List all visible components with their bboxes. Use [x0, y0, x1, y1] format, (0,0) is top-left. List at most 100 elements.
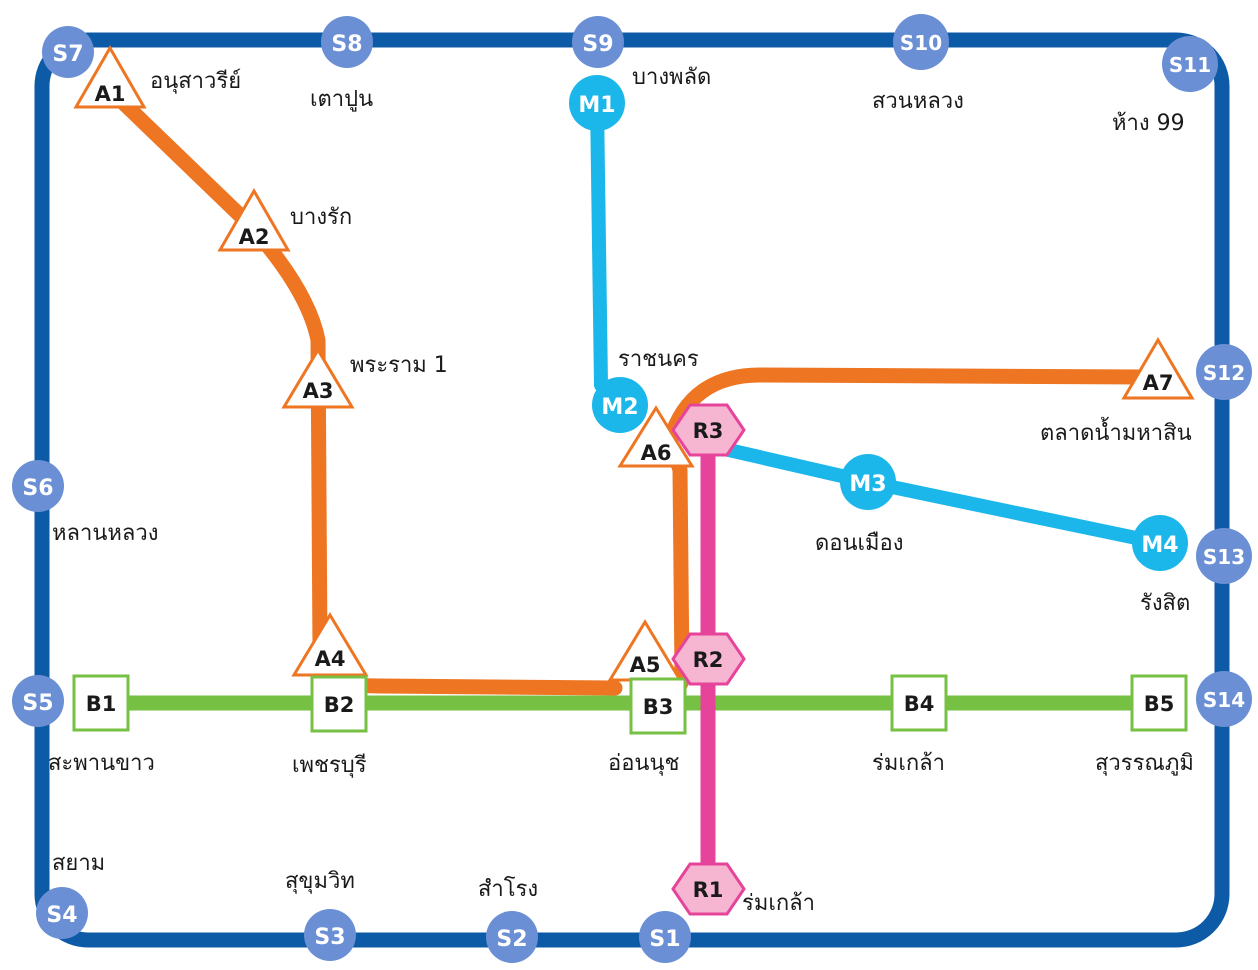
r-station-r3[interactable]: R3	[671, 403, 746, 457]
station-code: B2	[324, 693, 355, 717]
ring-station-s2[interactable]: S2 สำโรง	[478, 876, 538, 963]
b-station-b5[interactable]: B5 สุวรรณภูมิ	[1095, 674, 1194, 776]
station-code: M4	[1141, 533, 1178, 558]
ring-station-s11[interactable]: S11 ห้าง 99	[1112, 36, 1218, 136]
station-name: สะพานขาว	[48, 751, 155, 776]
station-name: บางพลัด	[632, 65, 711, 90]
station-name: สวนหลวง	[872, 89, 964, 114]
square-station-icon	[310, 675, 368, 733]
m-station-m2[interactable]: M2 ราชนคร	[592, 347, 699, 433]
hexagon-station-icon	[671, 403, 746, 457]
b-station-b1[interactable]: B1 สะพานขาว	[48, 674, 155, 776]
station-code: A1	[95, 82, 126, 106]
m-station-m4[interactable]: M4 รังสิต	[1132, 515, 1190, 616]
station-name: ร่มเกล้า	[872, 751, 945, 776]
ring-station-s14[interactable]: S14	[1196, 671, 1252, 727]
circle-station-icon	[592, 377, 648, 433]
station-code: S2	[496, 927, 527, 952]
ring-station-s3[interactable]: S3 สุขุมวิท	[285, 869, 356, 961]
station-code: S11	[1169, 53, 1211, 77]
station-name: ร่มเกล้า	[742, 891, 815, 916]
m-station-m3[interactable]: M3 ดอนเมือง	[815, 454, 904, 556]
b-station-b4[interactable]: B4 ร่มเกล้า	[872, 674, 948, 776]
ring-station-s5[interactable]: S5	[12, 675, 64, 727]
station-code: R3	[693, 419, 724, 443]
station-name: สยาม	[52, 851, 105, 876]
ring-station-s8[interactable]: S8 เตาปูน	[310, 16, 373, 112]
square-station-icon	[1130, 674, 1188, 732]
station-code: M3	[849, 472, 886, 497]
a-station-a6[interactable]: A6	[617, 405, 695, 468]
station-name: เตาปูน	[310, 87, 373, 112]
station-code: R2	[693, 648, 724, 672]
station-code: S13	[1203, 545, 1245, 569]
station-name: อ่อนนุช	[608, 751, 679, 776]
hexagon-station-icon	[671, 632, 746, 686]
station-code: S1	[649, 927, 680, 952]
station-code: A7	[1143, 371, 1174, 395]
ring-station-s6[interactable]: S6 หลานหลวง	[12, 460, 158, 546]
circle-station-icon	[639, 911, 691, 963]
station-code: S10	[900, 31, 942, 55]
m-station-m1[interactable]: M1 บางพลัด	[569, 65, 711, 131]
circle-station-icon	[486, 911, 538, 963]
station-name: หลานหลวง	[52, 521, 158, 546]
station-code: S7	[52, 42, 83, 67]
ring-station-s7[interactable]: S7	[42, 26, 94, 78]
circle-station-icon	[42, 26, 94, 78]
triangle-station-icon	[1121, 337, 1195, 400]
circle-station-icon	[1196, 528, 1252, 584]
ring-station-s13[interactable]: S13	[1196, 528, 1252, 584]
station-code: S6	[22, 476, 53, 501]
ring-station-s12[interactable]: S12	[1196, 344, 1252, 400]
circle-station-icon	[569, 75, 625, 131]
b-station-b3[interactable]: B3 อ่อนนุช	[608, 677, 687, 776]
b-station-b2[interactable]: B2 เพชรบุรี	[292, 675, 368, 778]
station-code: B5	[1144, 692, 1175, 716]
station-name: เพชรบุรี	[292, 753, 367, 778]
station-code: M1	[578, 93, 615, 118]
circle-station-icon	[1162, 36, 1218, 92]
circle-station-icon	[1132, 515, 1188, 571]
ring-station-s9[interactable]: S9	[572, 16, 624, 68]
square-station-icon	[890, 674, 948, 732]
triangle-station-icon	[291, 612, 369, 677]
circle-station-icon	[12, 460, 64, 512]
r-station-r2[interactable]: R2	[671, 632, 746, 686]
a-station-a5[interactable]: A5	[607, 619, 683, 682]
station-code: A2	[239, 225, 270, 249]
station-code: S14	[1203, 688, 1245, 712]
hexagon-station-icon	[671, 862, 746, 916]
circle-station-icon	[893, 14, 949, 70]
station-code: A3	[303, 379, 334, 403]
ring-station-s1[interactable]: S1	[639, 911, 691, 963]
station-code: S4	[46, 903, 77, 928]
station-name: ราชนคร	[618, 347, 699, 372]
station-code: B4	[904, 692, 935, 716]
station-name: อนุสาวรีย์	[150, 69, 241, 94]
r-station-r1[interactable]: R1 ร่มเกล้า	[671, 862, 815, 916]
a-line-branch	[102, 82, 623, 696]
triangle-station-icon	[217, 187, 291, 252]
a-station-a3[interactable]: A3 พระราม 1	[281, 347, 448, 409]
ring-station-s4[interactable]: S4 สยาม	[36, 851, 105, 939]
station-name: ดอนเมือง	[815, 531, 904, 556]
square-station-icon	[629, 677, 687, 735]
station-name: สุวรรณภูมิ	[1095, 751, 1194, 776]
station-code: S9	[582, 32, 613, 57]
circle-station-icon	[840, 454, 896, 510]
a-station-a4[interactable]: A4	[291, 612, 369, 677]
station-code: A6	[641, 441, 672, 465]
square-station-icon	[72, 674, 130, 732]
a-station-a1[interactable]: A1 อนุสาวรีย์	[73, 44, 241, 109]
circle-station-icon	[1196, 344, 1252, 400]
a-station-a7[interactable]: A7 ตลาดน้ำมหาสิน	[1040, 337, 1195, 446]
triangle-station-icon	[281, 347, 355, 409]
station-code: S12	[1203, 361, 1245, 385]
ring-station-s10[interactable]: S10 สวนหลวง	[872, 14, 964, 114]
circle-station-icon	[572, 16, 624, 68]
station-code: A4	[315, 647, 346, 671]
station-code: M2	[601, 395, 638, 420]
a-station-a2[interactable]: A2 บางรัก	[217, 187, 352, 252]
